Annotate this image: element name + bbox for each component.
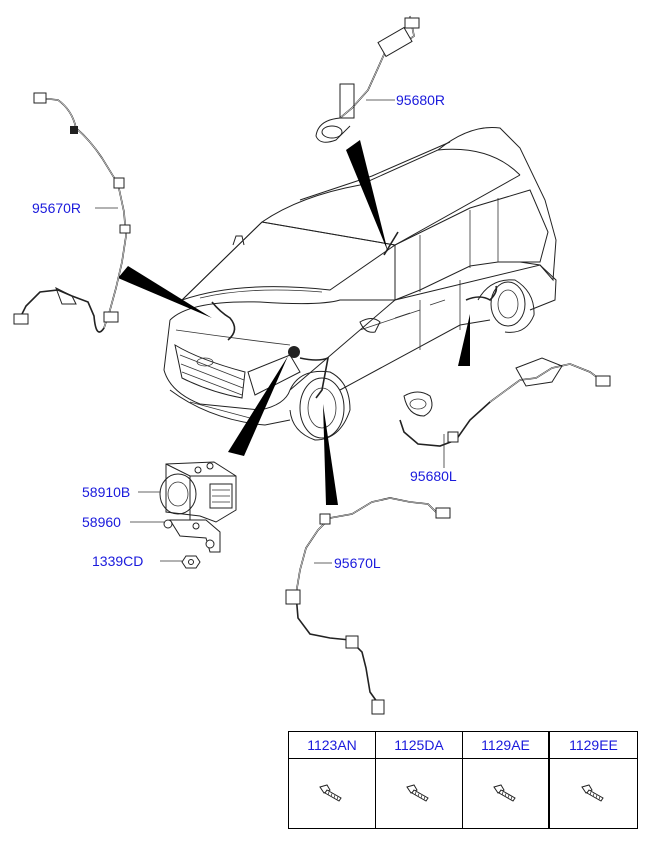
table-icon-cell [463,759,550,828]
in-vehicle-harness [211,231,498,399]
table-header-cell: 1125DA [376,732,463,759]
table-header-cell: 1129AE [463,732,550,759]
callout-1339CD: 1339CD [92,553,143,569]
bolt-icon [580,783,604,802]
van-illustration [163,126,557,441]
sensor-95680R [315,15,420,143]
callout-95680L: 95680L [410,468,457,484]
abs-bracket [163,519,221,553]
callout-58910B: 58910B [82,484,130,500]
fastener-table: 1123AN 1125DA 1129AE 1129EE [288,731,638,829]
pointer-wedges [118,140,470,505]
table-header-cell: 1123AN [289,732,376,759]
cable-95670R [13,92,131,333]
sensor-95680L [399,357,611,447]
table-icon-cell [376,759,463,828]
abs-hydraulic-unit [159,461,237,523]
callout-95670L: 95670L [334,555,381,571]
callout-95670R: 95670R [32,200,81,216]
table-header-cell: 1129EE [550,732,637,759]
hex-nut [181,555,201,569]
callout-58960: 58960 [82,514,121,530]
table-icon-cell [550,759,637,828]
cable-95670L [285,497,451,715]
bolt-icon [319,783,342,802]
bolt-icon [406,783,429,802]
callout-95680R: 95680R [396,92,445,108]
bolt-icon [492,783,516,802]
table-icon-cell [289,759,376,828]
